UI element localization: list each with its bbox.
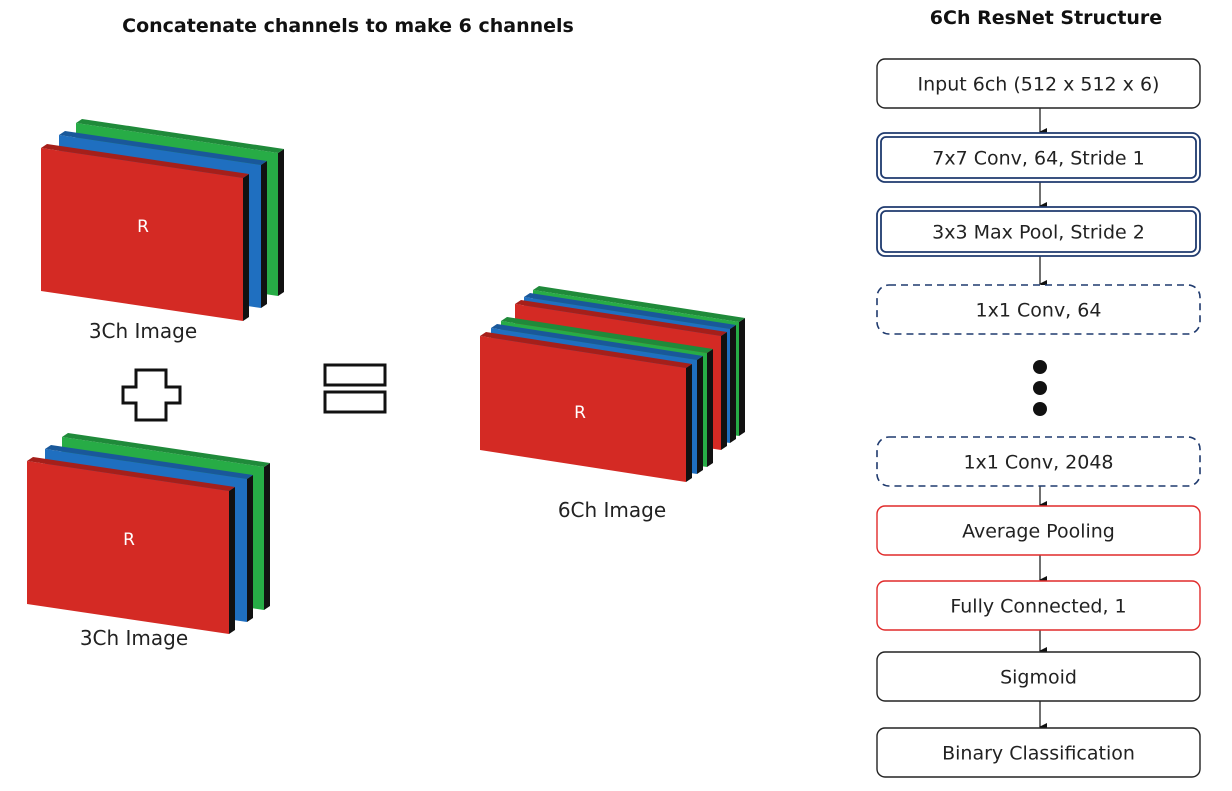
block-maxpool: 3x3 Max Pool, Stride 2 — [876, 206, 1201, 257]
block-label: 1x1 Conv, 2048 — [963, 452, 1113, 474]
block-avgpool: Average Pooling — [876, 505, 1201, 556]
top-stack-caption: 3Ch Image — [89, 319, 197, 343]
equals-icon — [323, 363, 387, 414]
layer-red: R — [41, 144, 249, 321]
block-label: Input 6ch (512 x 512 x 6) — [918, 74, 1160, 96]
block-conv1x1-2048: 1x1 Conv, 2048 — [876, 436, 1201, 487]
red-channel-letter: R — [574, 403, 586, 423]
block-label: Fully Connected, 1 — [950, 596, 1126, 618]
layer-red: R — [480, 332, 692, 482]
block-label: Binary Classification — [942, 743, 1135, 765]
block-binary-classification: Binary Classification — [876, 727, 1201, 778]
block-label: 7x7 Conv, 64, Stride 1 — [932, 148, 1144, 170]
block-conv7x7: 7x7 Conv, 64, Stride 1 — [876, 132, 1201, 183]
block-fc: Fully Connected, 1 — [876, 580, 1201, 631]
stack-top-3ch: R — [41, 119, 284, 321]
block-conv1x1-64: 1x1 Conv, 64 — [876, 284, 1201, 335]
six-channel-caption: 6Ch Image — [558, 498, 666, 522]
block-label: 3x3 Max Pool, Stride 2 — [932, 222, 1145, 244]
block-label: Sigmoid — [1000, 667, 1077, 689]
right-title: 6Ch ResNet Structure — [930, 7, 1162, 29]
block-input: Input 6ch (512 x 512 x 6) — [876, 58, 1201, 109]
resnet-flow: Input 6ch (512 x 512 x 6) 7x7 Conv, 64, S… — [876, 58, 1201, 778]
block-label: 1x1 Conv, 64 — [976, 300, 1102, 322]
layer-red: R — [27, 457, 235, 634]
ellipsis-dot — [1033, 360, 1047, 374]
block-label: Average Pooling — [962, 521, 1115, 543]
ellipsis-dot — [1033, 402, 1047, 416]
block-sigmoid: Sigmoid — [876, 651, 1201, 702]
red-channel-letter: R — [123, 530, 135, 550]
red-channel-letter: R — [137, 217, 149, 237]
stack-bottom-3ch: R — [27, 433, 270, 634]
bottom-stack-caption: 3Ch Image — [80, 626, 188, 650]
stack-6ch: R — [480, 286, 745, 482]
ellipsis-dot — [1033, 381, 1047, 395]
plus-icon — [121, 368, 182, 422]
left-title: Concatenate channels to make 6 channels — [122, 15, 574, 37]
